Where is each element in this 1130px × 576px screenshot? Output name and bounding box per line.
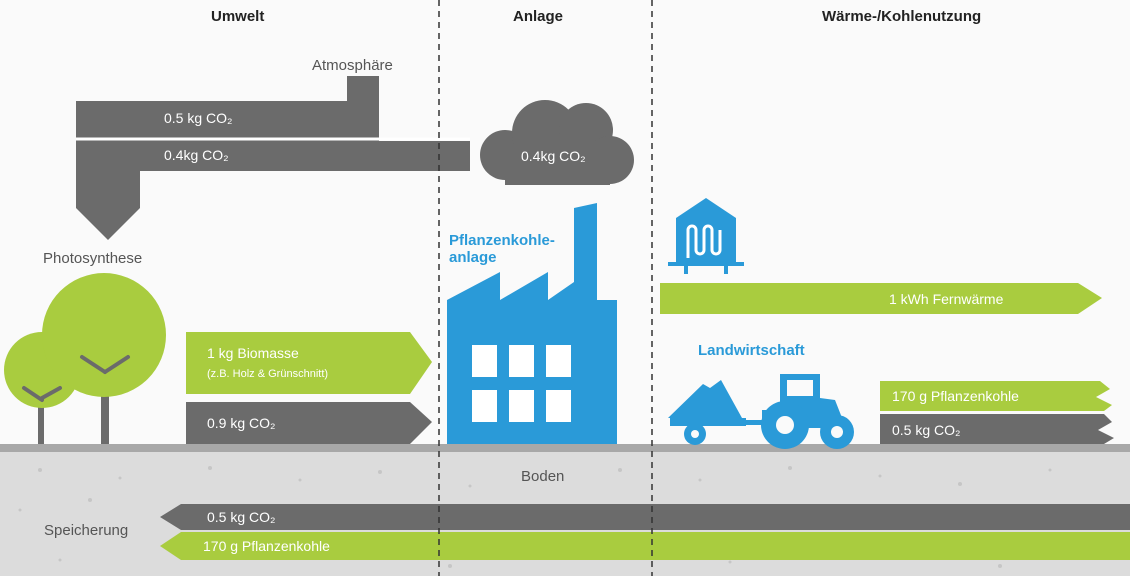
label-plant-line2: anlage — [449, 249, 497, 266]
text-atm-co2-top: 0.5 kg CO₂ — [164, 110, 233, 126]
label-speicherung: Speicherung — [44, 522, 129, 539]
text-farm-co2: 0.5 kg CO₂ — [892, 422, 961, 438]
tree-large — [42, 273, 166, 444]
trailer-hub — [691, 430, 699, 438]
label-boden: Boden — [521, 468, 565, 485]
text-farm-kohle: 170 g Pflanzenkohle — [892, 388, 1019, 404]
label-plant-line1: Pflanzenkohle- — [449, 232, 555, 249]
storage-kohle-arrow — [160, 532, 1130, 560]
tree-branches — [22, 355, 130, 402]
biomasse-co2-arrow — [186, 402, 432, 444]
label-photosynthese: Photosynthese — [43, 250, 143, 267]
factory-windows — [472, 345, 571, 422]
cloud-shape — [480, 100, 634, 185]
ground-line — [0, 444, 1130, 452]
text-biomasse-line2: (z.B. Holz & Grünschnitt) — [207, 368, 329, 380]
farm-kohle-arrow — [880, 381, 1112, 411]
storage-co2-arrow — [160, 504, 1130, 530]
text-fernwaerme: 1 kWh Fernwärme — [889, 291, 1004, 307]
atmosphere-flow-shape — [76, 76, 470, 240]
header-anlage: Anlage — [513, 8, 564, 25]
header-waerme: Wärme-/Kohlenutzung — [822, 8, 982, 25]
biomasse-arrow — [186, 332, 432, 394]
farm-co2-arrow — [880, 414, 1114, 444]
label-landwirtschaft: Landwirtschaft — [698, 342, 805, 359]
header-umwelt: Umwelt — [211, 8, 265, 25]
fernwaerme-arrow — [660, 283, 1102, 314]
soil-speckles — [18, 466, 1052, 568]
text-atm-co2-bottom: 0.4kg CO₂ — [164, 147, 229, 163]
label-atmosphaere: Atmosphäre — [312, 57, 393, 74]
text-storage-kohle: 170 g Pflanzenkohle — [203, 538, 330, 554]
atmosphere-flow-outline — [76, 101, 347, 133]
text-storage-co2: 0.5 kg CO₂ — [207, 509, 276, 525]
text-biomasse-line1: 1 kg Biomasse — [207, 345, 299, 361]
text-cloud-co2: 0.4kg CO₂ — [521, 148, 586, 164]
factory-building — [447, 203, 617, 444]
heating-house-icon — [668, 198, 744, 274]
text-biomasse-co2: 0.9 kg CO₂ — [207, 415, 276, 431]
